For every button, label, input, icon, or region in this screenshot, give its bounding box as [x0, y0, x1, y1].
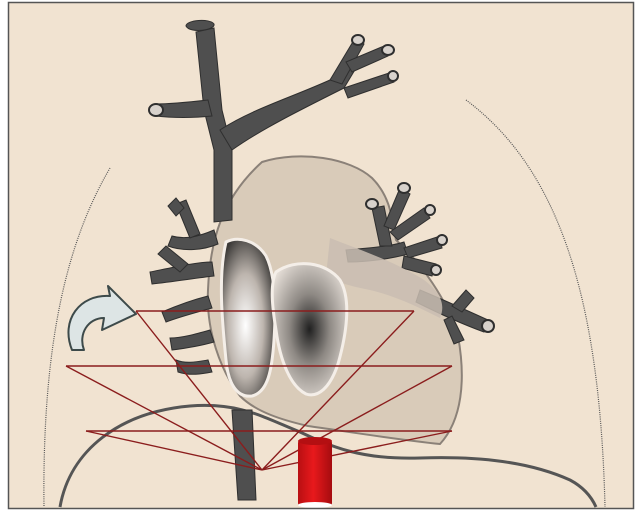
- ultrasound-probe-icon: [298, 437, 332, 508]
- left-heart-chamber: [221, 239, 275, 396]
